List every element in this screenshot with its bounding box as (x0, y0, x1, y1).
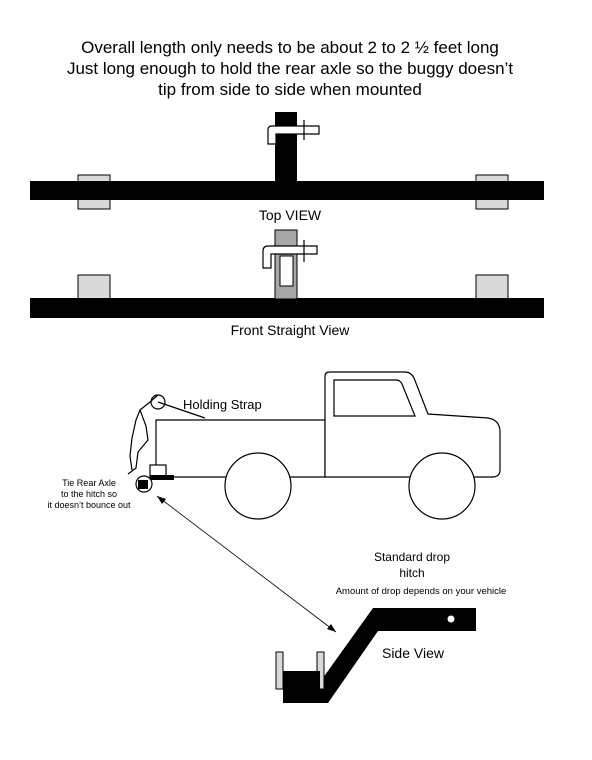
drop-note-label: Amount of drop depends on your vehicle (336, 586, 507, 597)
top-center-stem (275, 112, 297, 182)
standard-drop-label-2: hitch (399, 566, 424, 580)
pickup-truck (155, 371, 501, 520)
side-axle-cradle (283, 671, 320, 703)
buggy-frame (127, 394, 159, 475)
rear-wheel (224, 452, 292, 520)
front-post-slot (279, 255, 294, 287)
tie-note-line-2: to the hitch so (61, 489, 117, 499)
drop-hitch-bar (305, 608, 476, 703)
drop-hitch-side-view (275, 608, 476, 703)
arrow-head-bottom (327, 624, 336, 632)
top-crossbar (30, 181, 544, 200)
front-view-drawing (30, 229, 544, 318)
buggy-on-hitch (127, 394, 206, 493)
front-crossbar (30, 298, 544, 318)
front-view-label: Front Straight View (231, 322, 351, 338)
tie-note-line-1: Tie Rear Axle (62, 478, 116, 488)
hitch-pin-hole (447, 615, 455, 623)
rear-axle-block (138, 480, 148, 489)
heading-line-3: tip from side to side when mounted (158, 80, 422, 99)
hitch-bar (150, 475, 174, 480)
side-view-label: Side View (382, 645, 445, 661)
top-hitch-pin (267, 125, 320, 145)
heading-line-2: Just long enough to hold the rear axle s… (67, 59, 513, 78)
tie-note-line-3: it doesn’t bounce out (47, 500, 131, 510)
top-view-drawing (30, 112, 544, 210)
holding-strap-line (157, 401, 206, 419)
pointer-arrow (156, 495, 337, 633)
holding-strap-label: Holding Strap (183, 397, 262, 412)
front-wheel (408, 452, 476, 520)
heading-line-1: Overall length only needs to be about 2 … (81, 38, 499, 57)
buggy-frame-back (129, 409, 141, 471)
standard-drop-label-1: Standard drop (374, 550, 450, 564)
top-view-label: Top VIEW (259, 207, 322, 223)
side-right-upright (316, 651, 325, 690)
side-left-upright (275, 651, 284, 690)
truck-window (333, 379, 416, 417)
arrow-head-top (157, 496, 166, 504)
